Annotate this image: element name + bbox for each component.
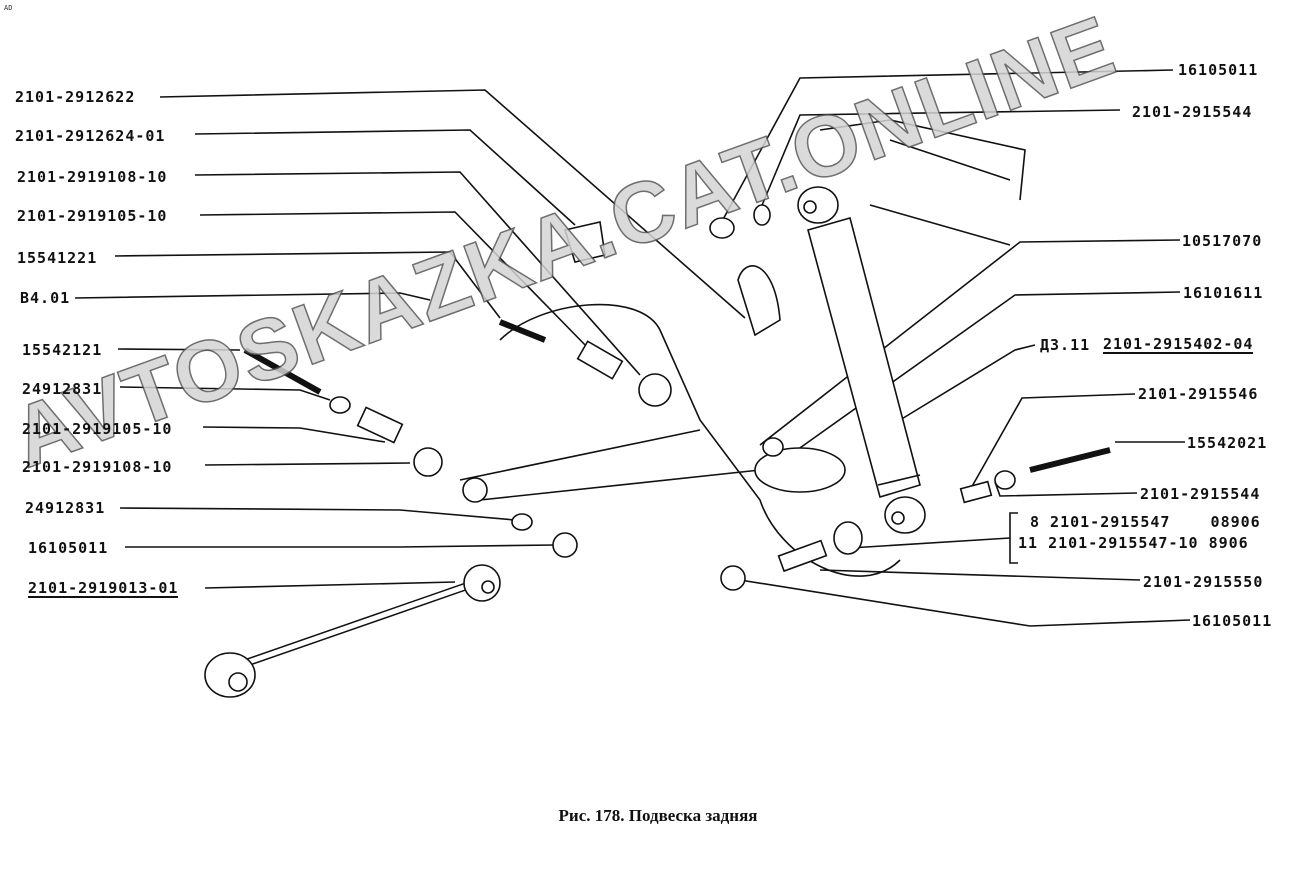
- leader-lines: [74, 69, 1191, 627]
- label: 2101-2919013-01: [28, 579, 179, 598]
- label: 16101611: [1183, 284, 1264, 302]
- label: 16105011: [1178, 61, 1259, 79]
- label: 2101-2919108-10: [22, 458, 173, 476]
- label: 2101-2915544: [1132, 103, 1253, 121]
- label: 11 2101-2915547-10 8906: [1018, 534, 1249, 552]
- label: 16105011: [1192, 612, 1273, 630]
- shock-absorber: [797, 186, 926, 534]
- trailing-arm: [204, 564, 501, 698]
- label: Д3.11: [1040, 336, 1091, 354]
- label: 15542021: [1187, 434, 1268, 452]
- axle-housing: [459, 303, 901, 577]
- label: 2101-2919105-10: [22, 420, 173, 438]
- label: 2101-2915550: [1143, 573, 1264, 591]
- label: 15541221: [17, 249, 98, 267]
- label: 24912831: [22, 380, 103, 398]
- label: 15542121: [22, 341, 103, 359]
- label: 2101-2915546: [1138, 385, 1259, 403]
- label: 8 2101-2915547 08906: [1030, 513, 1261, 531]
- label: 24912831: [25, 499, 106, 517]
- label: 2101-2912622: [15, 88, 136, 106]
- label: 16105011: [28, 539, 109, 557]
- label: B4.01: [20, 289, 71, 307]
- corner-mark: AD: [4, 4, 13, 12]
- figure-caption: Рис. 178. Подвеска задняя: [558, 806, 758, 825]
- parts: [243, 204, 1111, 591]
- label: 10517070: [1182, 232, 1263, 250]
- body-bracket: [819, 119, 1026, 246]
- label: 2101-2919108-10: [17, 168, 168, 186]
- label: 2101-2912624-01: [15, 127, 166, 145]
- label: 2101-2915544: [1140, 485, 1261, 503]
- label: 2101-2919105-10: [17, 207, 168, 225]
- label: 2101-2915402-04: [1103, 335, 1254, 354]
